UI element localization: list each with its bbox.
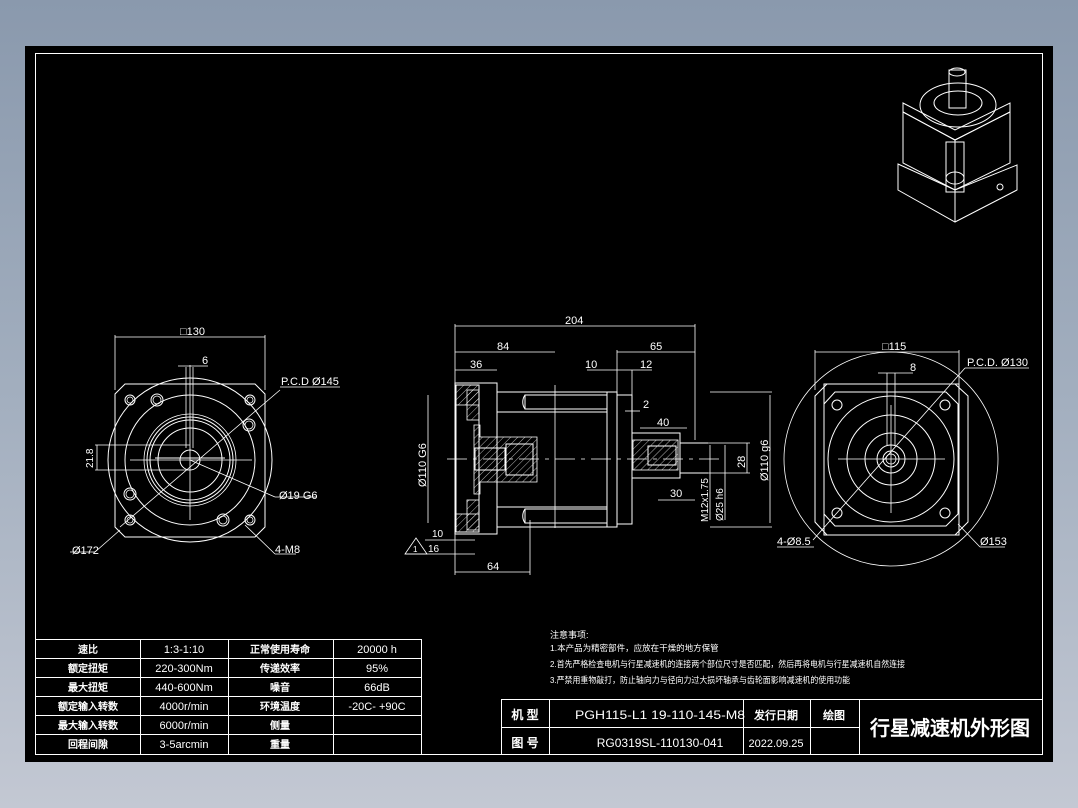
drawing-no-label: 图 号	[511, 735, 538, 750]
drawing-sheet: □130 6 P.C.D Ø145 Ø19 G6 21.8 Ø172 4-M8	[25, 46, 1053, 762]
dim-30: 30	[670, 488, 682, 500]
note-item-1: 1.本产品为精密部件，应放在干燥的地方保管	[550, 643, 719, 653]
spec-label: 环境温度	[260, 700, 301, 713]
spec-label: 额定扭矩	[68, 662, 108, 675]
date-label: 发行日期	[753, 708, 798, 722]
dim-28: 28	[736, 456, 748, 468]
spec-value: 20000 h	[357, 644, 397, 656]
datum-symbol: 1	[413, 545, 418, 554]
dim-2: 2	[643, 399, 649, 411]
spec-label: 正常使用寿命	[250, 643, 311, 656]
dim-84: 84	[497, 341, 509, 353]
dim-outer-153: Ø153	[980, 536, 1007, 548]
dim-square-130: □130	[180, 326, 205, 338]
drawing-border	[35, 53, 1043, 755]
note-item-2: 2.首先严格检查电机与行星减速机的连接两个部位尺寸是否匹配，然后再将电机与行星减…	[550, 659, 905, 669]
drawn-label: 绘图	[823, 708, 845, 722]
side-view-section: 204 84 65 36 10 12 2 40 30 28 Ø110 G6 Ø1…	[404, 315, 772, 575]
spec-label: 侧量	[270, 719, 290, 732]
front-view-input: □130 6 P.C.D Ø145 Ø19 G6 21.8 Ø172 4-M8	[70, 326, 340, 557]
dim-21-8: 21.8	[85, 448, 96, 468]
spec-value: 4000r/min	[160, 701, 209, 713]
dim-64: 64	[487, 561, 499, 573]
dim-key-6: 6	[202, 355, 208, 367]
spec-value: 6000r/min	[160, 720, 209, 732]
dim-shaft-25: Ø25 h6	[715, 488, 726, 521]
dim-output-110: Ø110 g6	[759, 440, 771, 481]
dim-16: 16	[428, 544, 440, 555]
spec-value: 440-600Nm	[155, 682, 212, 694]
spec-label: 噪音	[270, 681, 290, 694]
dim-204: 204	[565, 315, 583, 327]
dim-holes-8-5: 4-Ø8.5	[777, 536, 811, 548]
spec-label: 额定输入转数	[58, 700, 119, 713]
title-block: 机 型 PGH115-L1 19-110-145-M8 图 号 RG0319SL…	[501, 699, 1042, 754]
dim-key-8: 8	[910, 362, 916, 374]
spec-value: 220-300Nm	[155, 663, 212, 675]
dim-40: 40	[657, 417, 669, 429]
dim-holes-m8: 4-M8	[275, 544, 300, 556]
note-item-3: 3.严禁用重物敲打，防止轴向力与径向力过大损坏轴承与齿轮面影响减速机的使用功能	[550, 675, 850, 685]
dim-10-top: 10	[585, 359, 597, 371]
dim-pcd-145: P.C.D Ø145	[281, 376, 339, 388]
technical-notes: 注意事项: 1.本产品为精密部件，应放在干燥的地方保管 2.首先严格检查电机与行…	[550, 629, 905, 685]
spec-label: 传递效率	[259, 662, 300, 675]
dim-bore-19: Ø19 G6	[279, 490, 318, 502]
dim-12: 12	[640, 359, 652, 371]
spec-table: 速比 1:3-1:10 正常使用寿命 20000 h 额定扭矩 220-300N…	[35, 639, 422, 754]
spec-label: 速比	[78, 643, 98, 656]
dim-input-110: Ø110 G6	[417, 443, 429, 487]
spec-label: 回程间隙	[68, 738, 108, 751]
dim-outer-172: Ø172	[72, 545, 99, 557]
dim-65: 65	[650, 341, 662, 353]
spec-value: 95%	[366, 663, 388, 675]
dim-36: 36	[470, 359, 482, 371]
spec-value: 1:3-1:10	[164, 644, 204, 656]
spec-label: 最大扭矩	[68, 681, 108, 694]
drawing-title: 行星减速机外形图	[869, 716, 1030, 740]
date-value: 2022.09.25	[748, 738, 803, 750]
spec-value: -20C- +90C	[348, 701, 405, 713]
isometric-view	[897, 67, 1018, 223]
notes-heading: 注意事项:	[550, 629, 589, 640]
model-label: 机 型	[511, 707, 538, 722]
cad-drawing: □130 6 P.C.D Ø145 Ø19 G6 21.8 Ø172 4-M8	[35, 53, 1043, 755]
spec-value: 3-5arcmin	[160, 739, 209, 751]
spec-value: 66dB	[364, 682, 390, 694]
dim-pcd-130: P.C.D. Ø130	[967, 357, 1028, 369]
front-view-output: □115 8 P.C.D. Ø130 4-Ø8.5 Ø153	[777, 341, 1029, 567]
model-value: PGH115-L1 19-110-145-M8	[575, 708, 745, 722]
drawing-no-value: RG0319SL-110130-041	[597, 736, 724, 750]
dim-thread-m12: M12x1.75	[700, 478, 711, 522]
dim-square-115: □115	[882, 341, 906, 353]
dim-10-bottom: 10	[432, 529, 444, 540]
spec-label: 重量	[270, 738, 290, 751]
spec-label: 最大输入转数	[58, 719, 119, 732]
